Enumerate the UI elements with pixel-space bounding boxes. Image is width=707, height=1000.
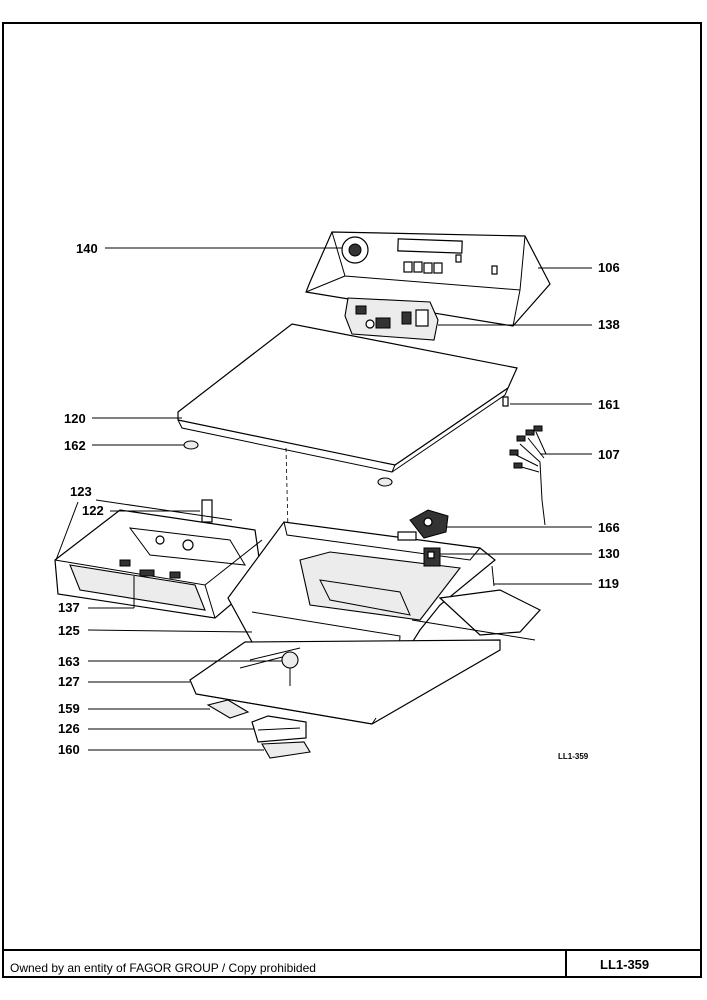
callout-160: 160: [58, 742, 264, 757]
svg-text:127: 127: [58, 674, 80, 689]
callout-138: 138: [438, 317, 620, 332]
svg-text:163: 163: [58, 654, 80, 669]
svg-text:122: 122: [82, 503, 104, 518]
callout-106: 106: [538, 260, 620, 275]
top-lid: [177, 323, 518, 473]
hinge-rod: [491, 565, 495, 587]
clip: [206, 699, 250, 719]
svg-text:126: 126: [58, 721, 80, 736]
lid-foot-left: [183, 440, 199, 450]
svg-text:138: 138: [598, 317, 620, 332]
callout-137: 137: [58, 576, 135, 615]
wiring-harness: [509, 425, 547, 526]
callout-166: 166: [446, 520, 620, 535]
svg-text:140: 140: [76, 241, 98, 256]
svg-text:107: 107: [598, 447, 620, 462]
electronic-board: [344, 297, 439, 341]
assembly-guide-line: [285, 447, 289, 531]
detergent-dispenser-assembly: [54, 499, 263, 619]
svg-text:119: 119: [598, 576, 619, 591]
fixing-screw: [281, 651, 299, 686]
callout-126: 126: [58, 721, 254, 736]
support-bracket: [251, 715, 307, 743]
lid-foot-right: [377, 477, 393, 487]
svg-text:106: 106: [598, 260, 620, 275]
callout-107: 107: [540, 447, 620, 462]
svg-text:160: 160: [58, 742, 80, 757]
callout-140: 140: [76, 241, 342, 256]
svg-text:120: 120: [64, 411, 86, 426]
callout-122: 122: [82, 503, 200, 518]
siphon-cap: [201, 499, 213, 523]
callout-125: 125: [58, 623, 253, 638]
callout-159: 159: [58, 701, 210, 716]
program-knob: [341, 236, 369, 264]
callout-123: 123: [55, 484, 233, 561]
callout-120: 120: [64, 411, 182, 426]
callout-119: 119: [494, 576, 619, 591]
svg-text:159: 159: [58, 701, 80, 716]
ownership-notice: Owned by an entity of FAGOR GROUP / Copy…: [10, 961, 316, 975]
drawing-frame: [2, 22, 702, 978]
svg-text:125: 125: [58, 623, 80, 638]
callout-130: 130: [440, 546, 620, 561]
svg-text:161: 161: [598, 397, 620, 412]
svg-text:162: 162: [64, 438, 86, 453]
lid-lock: [409, 509, 449, 539]
footer-column-divider: [565, 951, 567, 978]
footer-divider: [2, 949, 702, 951]
lid-switch: [423, 547, 441, 567]
screw: [502, 396, 509, 407]
callout-127: 127: [58, 674, 190, 689]
callout-162: 162: [64, 438, 184, 453]
handle-grip: [261, 741, 311, 759]
svg-text:166: 166: [598, 520, 620, 535]
drawing-reference: LL1-359: [600, 957, 650, 972]
svg-text:123: 123: [70, 484, 92, 499]
svg-text:137: 137: [58, 600, 80, 615]
callout-163: 163: [58, 654, 282, 669]
svg-text:130: 130: [598, 546, 620, 561]
callout-161: 161: [510, 397, 620, 412]
drawing-code-label: LL1-359: [558, 752, 589, 761]
